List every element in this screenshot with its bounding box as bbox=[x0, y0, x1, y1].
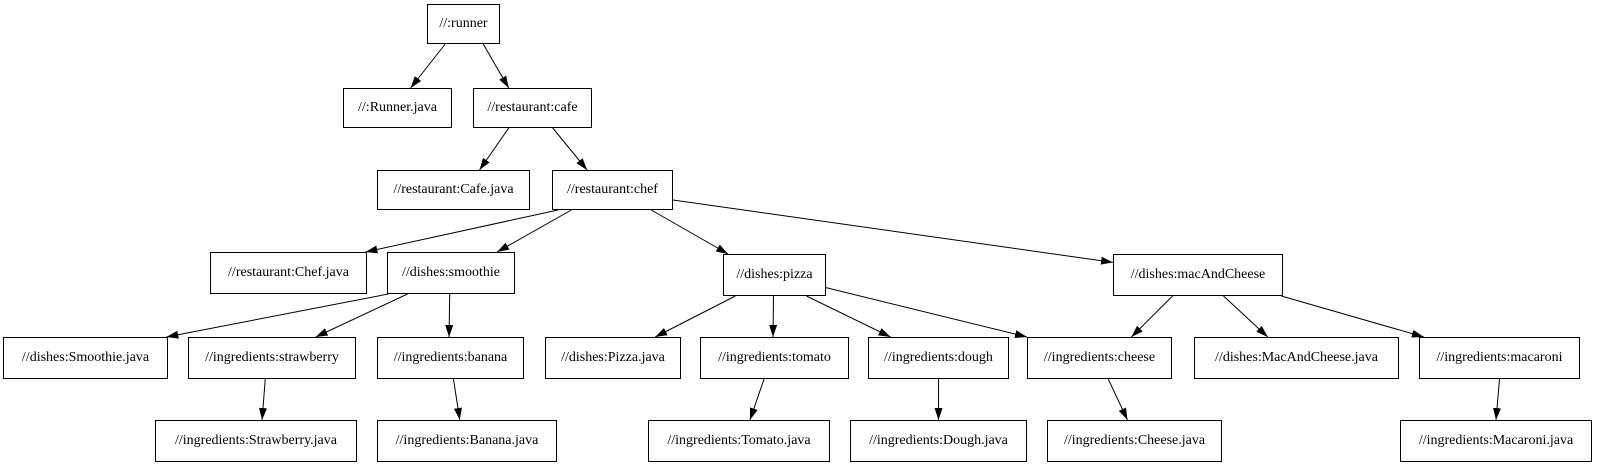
node-label: //ingredients:cheese bbox=[1043, 350, 1156, 365]
edge-chef-to-pizza bbox=[650, 209, 729, 255]
node-tomato-java: //ingredients:Tomato.java bbox=[648, 420, 830, 462]
node-label: //dishes:macAndCheese bbox=[1130, 267, 1266, 282]
edge-runner-to-runner-java bbox=[410, 43, 446, 89]
edge-tomato-to-tomato-java bbox=[749, 378, 765, 421]
node-dough-java: //ingredients:Dough.java bbox=[850, 420, 1027, 462]
node-label: //ingredients:Tomato.java bbox=[667, 433, 811, 448]
edge-cheese-to-cheese-java bbox=[1107, 378, 1128, 421]
edge-chef-to-chef-java bbox=[365, 209, 559, 254]
edge-mac-and-cheese-to-macaroni bbox=[1281, 295, 1424, 338]
node-tomato: //ingredients:tomato bbox=[700, 337, 849, 379]
edge-smoothie-to-banana bbox=[445, 293, 454, 338]
node-chef: //restaurant:chef bbox=[552, 170, 673, 210]
node-label: //ingredients:Macaroni.java bbox=[1418, 433, 1574, 448]
node-cheese-java: //ingredients:Cheese.java bbox=[1047, 420, 1222, 462]
node-label: //dishes:Smoothie.java bbox=[21, 350, 150, 365]
edge-mac-and-cheese-to-mac-and-cheese-java bbox=[1223, 295, 1269, 338]
edge-banana-to-banana-java bbox=[452, 378, 462, 421]
node-label: //ingredients:macaroni bbox=[1436, 350, 1563, 365]
node-banana: //ingredients:banana bbox=[377, 337, 524, 379]
edge-cafe-to-cafe-java bbox=[479, 127, 510, 171]
node-chef-java: //restaurant:Chef.java bbox=[210, 252, 367, 294]
node-label: //dishes:pizza bbox=[736, 267, 813, 282]
node-smoothie: //dishes:smoothie bbox=[387, 252, 515, 294]
node-banana-java: //ingredients:Banana.java bbox=[377, 420, 557, 462]
edge-pizza-to-cheese bbox=[825, 287, 1028, 339]
node-label: //ingredients:Dough.java bbox=[869, 433, 1008, 448]
node-strawberry-java: //ingredients:Strawberry.java bbox=[155, 420, 357, 462]
edge-pizza-to-dough bbox=[806, 295, 891, 338]
node-label: //restaurant:Chef.java bbox=[228, 265, 349, 280]
node-runner: //:runner bbox=[427, 4, 500, 44]
node-mac-and-cheese-java: //dishes:MacAndCheese.java bbox=[1194, 337, 1399, 379]
node-pizza-java: //dishes:Pizza.java bbox=[545, 337, 681, 379]
node-label: //ingredients:Banana.java bbox=[395, 433, 539, 448]
node-macaroni-java: //ingredients:Macaroni.java bbox=[1400, 420, 1592, 462]
node-macaroni: //ingredients:macaroni bbox=[1419, 337, 1580, 379]
edge-strawberry-to-strawberry-java bbox=[259, 378, 267, 421]
edge-smoothie-to-smoothie-java bbox=[166, 293, 389, 339]
edge-chef-to-mac-and-cheese bbox=[672, 199, 1114, 265]
edge-runner-to-cafe bbox=[482, 43, 510, 89]
node-strawberry: //ingredients:strawberry bbox=[188, 337, 356, 379]
node-pizza: //dishes:pizza bbox=[723, 254, 826, 296]
edge-mac-and-cheese-to-cheese bbox=[1131, 295, 1173, 338]
node-label: //dishes:smoothie bbox=[402, 265, 500, 280]
node-label: //restaurant:Cafe.java bbox=[393, 182, 514, 197]
node-label: //ingredients:Cheese.java bbox=[1063, 433, 1206, 448]
node-label: //ingredients:banana bbox=[393, 350, 508, 365]
node-mac-and-cheese: //dishes:macAndCheese bbox=[1113, 254, 1283, 296]
node-cafe-java: //restaurant:Cafe.java bbox=[377, 170, 530, 210]
node-cheese: //ingredients:cheese bbox=[1027, 337, 1172, 379]
node-label: //ingredients:Strawberry.java bbox=[175, 433, 337, 448]
node-label: //ingredients:tomato bbox=[718, 350, 831, 365]
node-label: //restaurant:cafe bbox=[487, 100, 578, 115]
edge-pizza-to-pizza-java bbox=[654, 295, 736, 338]
node-label: //:Runner.java bbox=[358, 100, 437, 115]
node-label: //:runner bbox=[439, 16, 488, 31]
node-smoothie-java: //dishes:Smoothie.java bbox=[3, 337, 168, 379]
edge-smoothie-to-strawberry bbox=[315, 293, 408, 338]
node-label: //ingredients:dough bbox=[884, 350, 993, 365]
edge-chef-to-smoothie bbox=[496, 209, 572, 253]
edge-cafe-to-chef bbox=[552, 127, 588, 171]
node-runner-java: //:Runner.java bbox=[343, 88, 452, 128]
edge-macaroni-to-macaroni-java bbox=[1493, 378, 1502, 421]
node-cafe: //restaurant:cafe bbox=[473, 88, 592, 128]
node-label: //restaurant:chef bbox=[567, 182, 658, 197]
node-dough: //ingredients:dough bbox=[868, 337, 1009, 379]
node-label: //dishes:MacAndCheese.java bbox=[1215, 350, 1378, 365]
node-label: //ingredients:strawberry bbox=[205, 350, 339, 365]
node-label: //dishes:Pizza.java bbox=[561, 350, 665, 365]
